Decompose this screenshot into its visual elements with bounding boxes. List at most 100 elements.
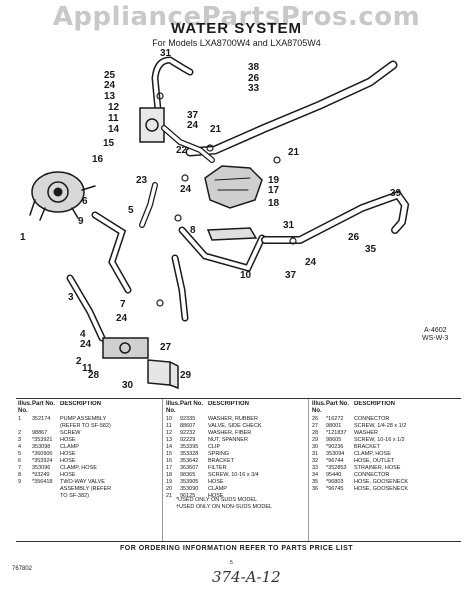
cell-desc: CLAMP, HOSE	[354, 451, 391, 457]
cell-desc: CONNECTOR	[354, 416, 390, 422]
cell-desc: CLAMP	[208, 486, 227, 492]
callout-label: 1	[20, 232, 26, 243]
cell-part: *352853	[326, 465, 347, 471]
cell-desc: BRACKET	[208, 458, 234, 464]
cell-no: 4	[18, 444, 22, 450]
cell-desc: HOSE	[60, 451, 76, 457]
header-no: Illus. No.	[312, 401, 326, 414]
header-no: Illus. No.	[18, 401, 32, 414]
callout-label: 35	[365, 244, 377, 255]
callout-label: 4	[80, 329, 86, 340]
callout-label: 24	[305, 257, 317, 268]
cell-desc: SPRING	[208, 451, 230, 457]
cell-part: 98365	[180, 472, 196, 478]
cell-no: 31	[312, 451, 319, 457]
upper-hose-inner	[187, 62, 396, 155]
handwritten-note: 374-A-12	[212, 568, 281, 586]
callout-label: 13	[104, 91, 116, 102]
page-title: WATER SYSTEM	[171, 20, 302, 37]
callout-label: 24	[80, 339, 92, 350]
header-part: Part No.	[180, 401, 204, 407]
table-row: 19 353905 HOSE	[166, 479, 308, 486]
parts-column-3: Illus. No. Part No. DESCRIPTION 26*16272…	[312, 401, 454, 493]
cell-desc: CLIP	[208, 444, 221, 450]
callout-label: 10	[240, 270, 252, 281]
callout-label: 39	[390, 188, 402, 199]
cell-desc: HOSE	[60, 472, 76, 478]
cell-desc: TWO-WAY VALVE	[60, 479, 105, 485]
cell-part: 98001	[326, 423, 342, 429]
table-row: 8 *93249 HOSE	[18, 472, 160, 479]
cell-part: *353921	[32, 437, 53, 443]
cell-part: *16272	[326, 416, 344, 422]
callout-label: 31	[160, 48, 172, 59]
filter-housing	[204, 165, 263, 209]
cell-no: 8	[18, 472, 22, 478]
cell-desc: FILTER	[208, 465, 227, 471]
callout-label: 15	[103, 138, 115, 149]
header-desc: DESCRIPTION	[208, 401, 250, 407]
callout-label: 25	[104, 70, 116, 81]
cell-no: 27	[312, 423, 319, 429]
figure-code: A-4602	[424, 327, 447, 334]
table-row: TO SF-382)	[18, 493, 160, 500]
cell-desc: ASSEMBLY (REFER	[60, 486, 112, 492]
cell-desc: HOSE	[208, 493, 224, 499]
cell-part: 363607	[180, 465, 199, 471]
cell-desc: PUMP ASSEMBLY	[60, 416, 107, 422]
figure-code-sub: WS-W-3	[422, 335, 448, 342]
callout-label: 26	[248, 73, 260, 84]
cell-part: *360906	[32, 451, 53, 457]
cell-part: *356418	[32, 479, 53, 485]
cell-part: 353905	[180, 479, 199, 485]
callout-label: 7	[120, 299, 126, 310]
cell-desc: CLAMP, HOSE	[60, 465, 97, 471]
header-desc: DESCRIPTION	[60, 401, 102, 407]
cell-desc: HOSE	[60, 437, 76, 443]
cell-no: 16	[166, 458, 173, 464]
cell-no: 29	[312, 437, 319, 443]
cell-part: 353090	[180, 486, 199, 492]
cell-part: 95440	[326, 472, 342, 478]
cell-no: 14	[166, 444, 173, 450]
cell-part: 353096	[32, 465, 51, 471]
cell-no: 17	[166, 465, 173, 471]
cell-part: *121837	[326, 430, 347, 436]
callout-label: 24	[104, 80, 116, 91]
site-watermark: AppliancePartsPros.com	[52, 2, 421, 32]
cell-desc: HOSE	[208, 479, 224, 485]
cell-desc: NUT, SPANNER	[208, 437, 248, 443]
callout-label: 22	[176, 145, 188, 156]
cell-no: 19	[166, 479, 173, 485]
cell-desc: WASHER, RUBBER	[208, 416, 258, 422]
callout-label: 18	[268, 198, 280, 209]
ordering-footer: FOR ORDERING INFORMATION REFER TO PARTS …	[119, 545, 354, 552]
cell-no: 30	[312, 444, 319, 450]
table-header: Illus. No. Part No. DESCRIPTION	[312, 401, 454, 414]
column-divider	[308, 399, 309, 541]
callout-label: 5	[128, 205, 134, 216]
cell-part: *93249	[32, 472, 50, 478]
cell-part: *353924	[32, 458, 53, 464]
cell-part: 92335	[180, 416, 196, 422]
cell-desc: HOSE, GOOSENECK	[354, 479, 409, 485]
callout-label: 3	[68, 292, 74, 303]
callout-label: 26	[348, 232, 360, 243]
cell-part	[32, 493, 60, 500]
callout-label: 6	[82, 196, 88, 207]
